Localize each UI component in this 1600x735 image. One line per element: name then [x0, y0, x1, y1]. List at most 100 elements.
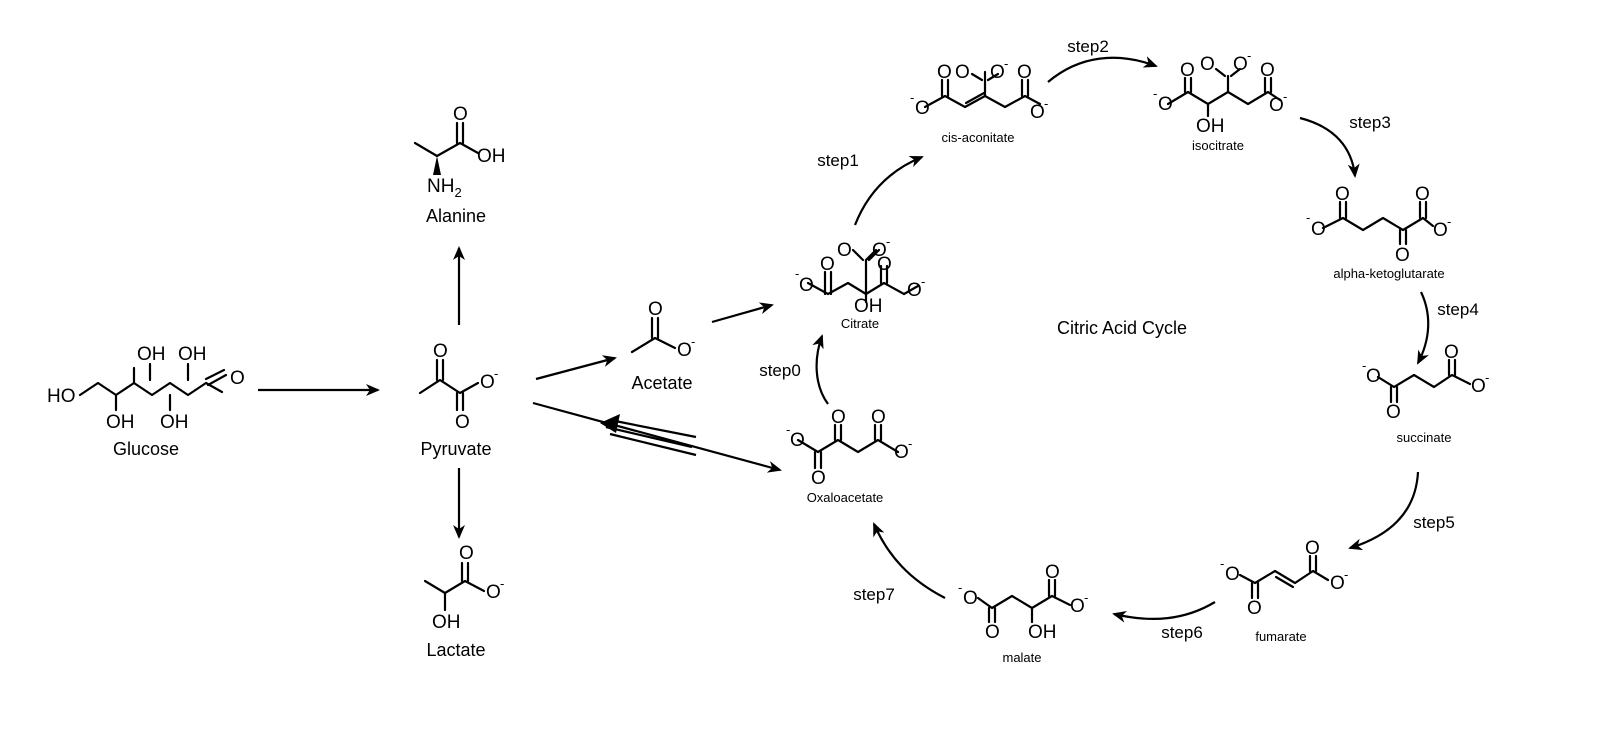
charge-minus: -	[908, 436, 912, 451]
cis-aconitate-o-atom: O	[1017, 62, 1032, 83]
triple-arrow-oxaloacetate-to-pyruvate	[600, 414, 697, 457]
alanine-label: Alanine	[426, 206, 486, 226]
charge-minus: -	[795, 266, 799, 281]
step2-label: step2	[1067, 37, 1109, 56]
pyruvate-o-minus-atom: O	[480, 372, 495, 393]
succinate-o-minus-atom: O	[1471, 376, 1486, 397]
oxaloacetate-o-minus-atom: O	[894, 442, 909, 463]
step4-label: step4	[1437, 300, 1479, 319]
arrow-acetate-to-citrate	[711, 302, 774, 324]
malate-o-atom: O	[1045, 562, 1060, 583]
citrate-label: Citrate	[841, 316, 879, 331]
arrow-step5	[1348, 471, 1420, 551]
lactate-label: Lactate	[426, 640, 485, 660]
alpha-ketoglutarate-o-atom: O	[1335, 184, 1350, 205]
oxaloacetate-o-atom: O	[831, 407, 846, 428]
isocitrate-o-minus-atom: O	[1158, 94, 1173, 115]
cis-aconitate-structure: - O O O O - O O - cis-aconitate	[910, 56, 1048, 145]
cis-aconitate-o-atom: O	[937, 62, 952, 83]
charge-minus: -	[494, 366, 498, 381]
glucose-oh-atom: OH	[106, 412, 135, 433]
glucose-aldehyde-o-atom: O	[230, 368, 245, 389]
charge-minus: -	[1004, 56, 1008, 71]
step0-label: step0	[759, 361, 801, 380]
cis-aconitate-label: cis-aconitate	[942, 130, 1015, 145]
charge-minus: -	[1447, 214, 1451, 229]
oxaloacetate-structure: - O O O O O - Oxaloacetate	[786, 407, 912, 505]
citrate-o-minus-atom: O	[872, 240, 887, 261]
charge-minus: -	[1344, 567, 1348, 582]
alpha-ketoglutarate-o-atom: O	[1415, 184, 1430, 205]
succinate-label: succinate	[1397, 430, 1452, 445]
arrow-step6	[1112, 601, 1216, 623]
glucose-oh-atom: OH	[160, 412, 189, 433]
succinate-structure: - O O O O - succinate	[1362, 342, 1489, 445]
alanine-o-atom: O	[453, 104, 468, 125]
step7-label: step7	[853, 585, 895, 604]
alpha-ketoglutarate-structure: - O O O O O - alpha-ketoglutarate	[1306, 184, 1451, 281]
citrate-o-minus-atom: O	[799, 275, 814, 296]
isocitrate-o-atom: O	[1180, 60, 1195, 81]
isocitrate-o-atom: O	[1260, 60, 1275, 81]
charge-minus: -	[1485, 370, 1489, 385]
arrow-step3	[1299, 116, 1360, 178]
arrow-pyruvate-to-oxaloacetate	[532, 401, 782, 473]
isocitrate-o-minus-atom: O	[1233, 54, 1248, 75]
citrate-oh-atom: OH	[854, 296, 883, 317]
step6-label: step6	[1161, 623, 1203, 642]
oxaloacetate-o-atom: O	[871, 407, 886, 428]
glucose-structure: HO O OH OH OH OH Glucose	[47, 344, 245, 459]
arrow-step2	[1047, 56, 1158, 83]
isocitrate-label: isocitrate	[1192, 138, 1244, 153]
oxaloacetate-label: Oxaloacetate	[807, 490, 884, 505]
alanine-structure: O OH NH2 Alanine	[413, 104, 506, 226]
fumarate-o-atom: O	[1247, 598, 1262, 619]
arrow-step7	[872, 522, 946, 599]
cis-aconitate-o-atom: O	[955, 62, 970, 83]
charge-minus: -	[1044, 96, 1048, 111]
alpha-ketoglutarate-o-minus-atom: O	[1311, 219, 1326, 240]
alpha-ketoglutarate-o-minus-atom: O	[1433, 220, 1448, 241]
fumarate-label: fumarate	[1255, 629, 1306, 644]
glucose-oh-atom: OH	[137, 344, 166, 365]
cis-aconitate-o-minus-atom: O	[1030, 102, 1045, 123]
isocitrate-o-atom: O	[1200, 54, 1215, 75]
arrow-step1	[853, 155, 924, 226]
isocitrate-structure: - O O O O - O O - OH isocitrate	[1153, 48, 1287, 153]
lactate-oh-atom: OH	[432, 612, 461, 633]
oxaloacetate-o-atom: O	[811, 468, 826, 489]
step5-label: step5	[1413, 513, 1455, 532]
pyruvate-o-atom: O	[455, 412, 470, 433]
cycle-title: Citric Acid Cycle	[1057, 318, 1187, 338]
malate-structure: - O O O O - OH malate	[958, 562, 1088, 665]
charge-minus: -	[1283, 89, 1287, 104]
charge-minus: -	[886, 234, 890, 249]
acetate-o-atom: O	[648, 299, 663, 320]
charge-minus: -	[1084, 590, 1088, 605]
fumarate-o-minus-atom: O	[1225, 564, 1240, 585]
charge-minus: -	[1247, 48, 1251, 63]
charge-minus: -	[786, 422, 790, 437]
glucose-oh-atom: OH	[178, 344, 207, 365]
isocitrate-oh-atom: OH	[1196, 116, 1225, 137]
charge-minus: -	[1362, 358, 1366, 373]
isocitrate-o-minus-atom: O	[1269, 95, 1284, 116]
arrow-step0	[812, 334, 829, 405]
succinate-o-minus-atom: O	[1366, 366, 1381, 387]
glucose-ho-atom: HO	[47, 386, 76, 407]
cis-aconitate-o-minus-atom: O	[990, 62, 1005, 83]
acetate-o-minus-atom: O	[677, 340, 692, 361]
charge-minus: -	[910, 90, 914, 105]
charge-minus: -	[1220, 556, 1224, 571]
charge-minus: -	[1153, 86, 1157, 101]
step3-label: step3	[1349, 113, 1391, 132]
malate-o-minus-atom: O	[963, 588, 978, 609]
fumarate-o-minus-atom: O	[1330, 573, 1345, 594]
pyruvate-label: Pyruvate	[420, 439, 491, 459]
arrow-pyruvate-to-acetate	[535, 355, 617, 381]
alanine-oh-atom: OH	[477, 146, 506, 167]
alpha-ketoglutarate-label: alpha-ketoglutarate	[1333, 266, 1444, 281]
alpha-ketoglutarate-o-atom: O	[1395, 245, 1410, 266]
malate-o-atom: O	[985, 622, 1000, 643]
